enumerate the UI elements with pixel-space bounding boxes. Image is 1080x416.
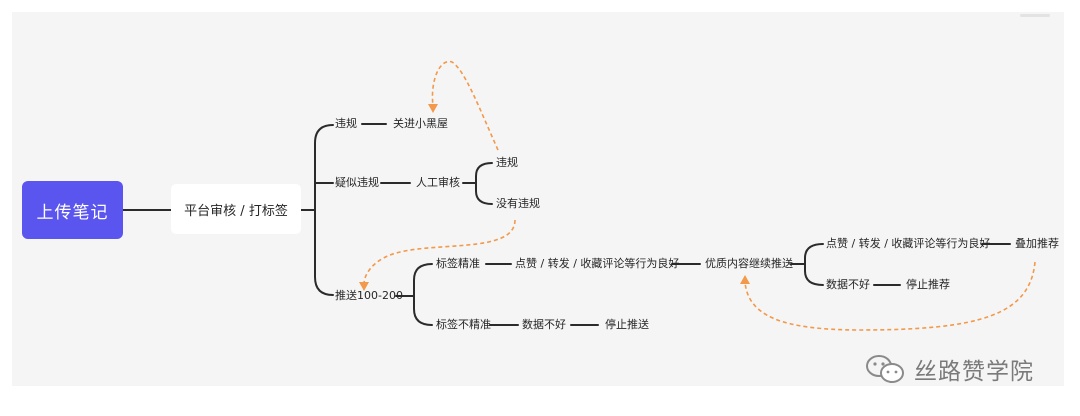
tag-accurate-node: 标签精准 (436, 257, 480, 270)
suspected-violation-node: 疑似违规 (335, 176, 379, 189)
platform-review-node: 平台审核 / 打标签 (171, 184, 301, 234)
stop-push-node: 停止推送 (605, 318, 649, 331)
manual-review-node: 人工审核 (416, 176, 460, 189)
watermark: 丝路赞学院 (864, 353, 1034, 385)
corner-mark (1020, 14, 1050, 17)
root-node: 上传笔记 (22, 181, 123, 239)
push-node: 推送100-200 (335, 289, 403, 302)
boost-recommend-node: 叠加推荐 (1015, 237, 1059, 250)
review-violation-node: 违规 (496, 156, 518, 169)
no-violation-node: 没有违规 (496, 197, 540, 210)
bad-data-node: 数据不好 (826, 278, 870, 291)
blacklist-node: 关进小黑屋 (393, 117, 448, 130)
bad-data-2-node: 数据不好 (522, 318, 566, 331)
quality-continue-node: 优质内容继续推送 (705, 257, 793, 270)
watermark-text: 丝路赞学院 (914, 359, 1034, 385)
good-behavior-2-node: 点赞 / 转发 / 收藏评论等行为良好 (826, 237, 991, 250)
tag-inaccurate-node: 标签不精准 (436, 318, 491, 331)
wechat-icon (866, 355, 904, 383)
good-behavior-node: 点赞 / 转发 / 收藏评论等行为良好 (515, 257, 680, 270)
stop-recommend-node: 停止推荐 (906, 278, 950, 291)
violation-node: 违规 (335, 117, 357, 130)
